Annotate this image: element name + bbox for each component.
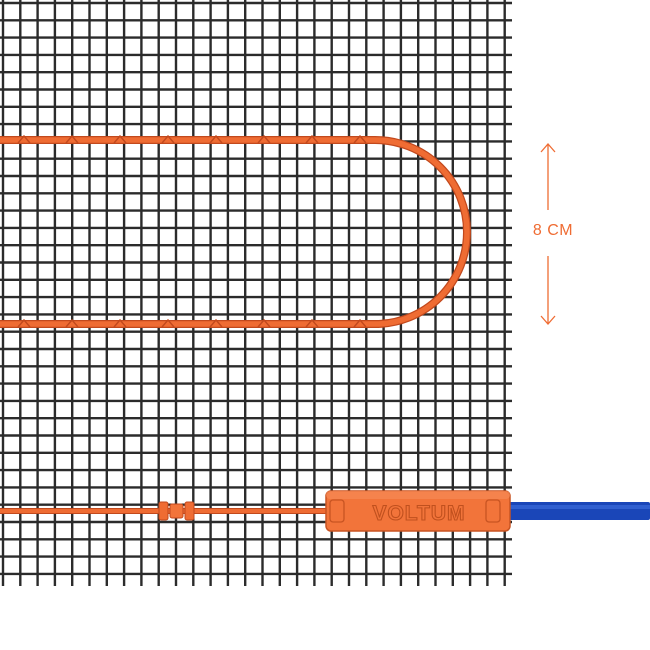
cable-twist-mark: [209, 318, 223, 328]
cold-lead-cable: [505, 502, 650, 520]
cable-twist-mark: [113, 318, 127, 328]
arrow-up-icon: [540, 143, 556, 210]
connector-brand-label: VOLTUM: [372, 502, 465, 525]
dimension-indicator: [540, 143, 556, 325]
cable-twist-mark: [65, 134, 79, 144]
cable-twist-marks: [17, 134, 367, 328]
cable-twist-mark: [161, 134, 175, 144]
cable-twist-mark: [305, 134, 319, 144]
cold-lead-highlight: [505, 505, 650, 509]
cable-twist-mark: [257, 318, 271, 328]
dimension-label: 8 CM: [532, 222, 574, 239]
arrow-down-icon: [540, 256, 556, 325]
splice-clip: [158, 501, 195, 521]
cable-twist-mark: [113, 134, 127, 144]
cable-twist-mark: [17, 134, 31, 144]
cable-twist-mark: [353, 134, 367, 144]
cable-twist-mark: [65, 318, 79, 328]
cable-twist-mark: [305, 318, 319, 328]
cable-connector: VOLTUM: [325, 490, 511, 532]
cable-twist-mark: [257, 134, 271, 144]
heating-cable-loop: [0, 137, 470, 327]
reinforcement-mesh: [0, 0, 512, 586]
cable-twist-mark: [209, 134, 223, 144]
cable-twist-mark: [353, 318, 367, 328]
cable-twist-mark: [161, 318, 175, 328]
cable-twist-mark: [17, 318, 31, 328]
